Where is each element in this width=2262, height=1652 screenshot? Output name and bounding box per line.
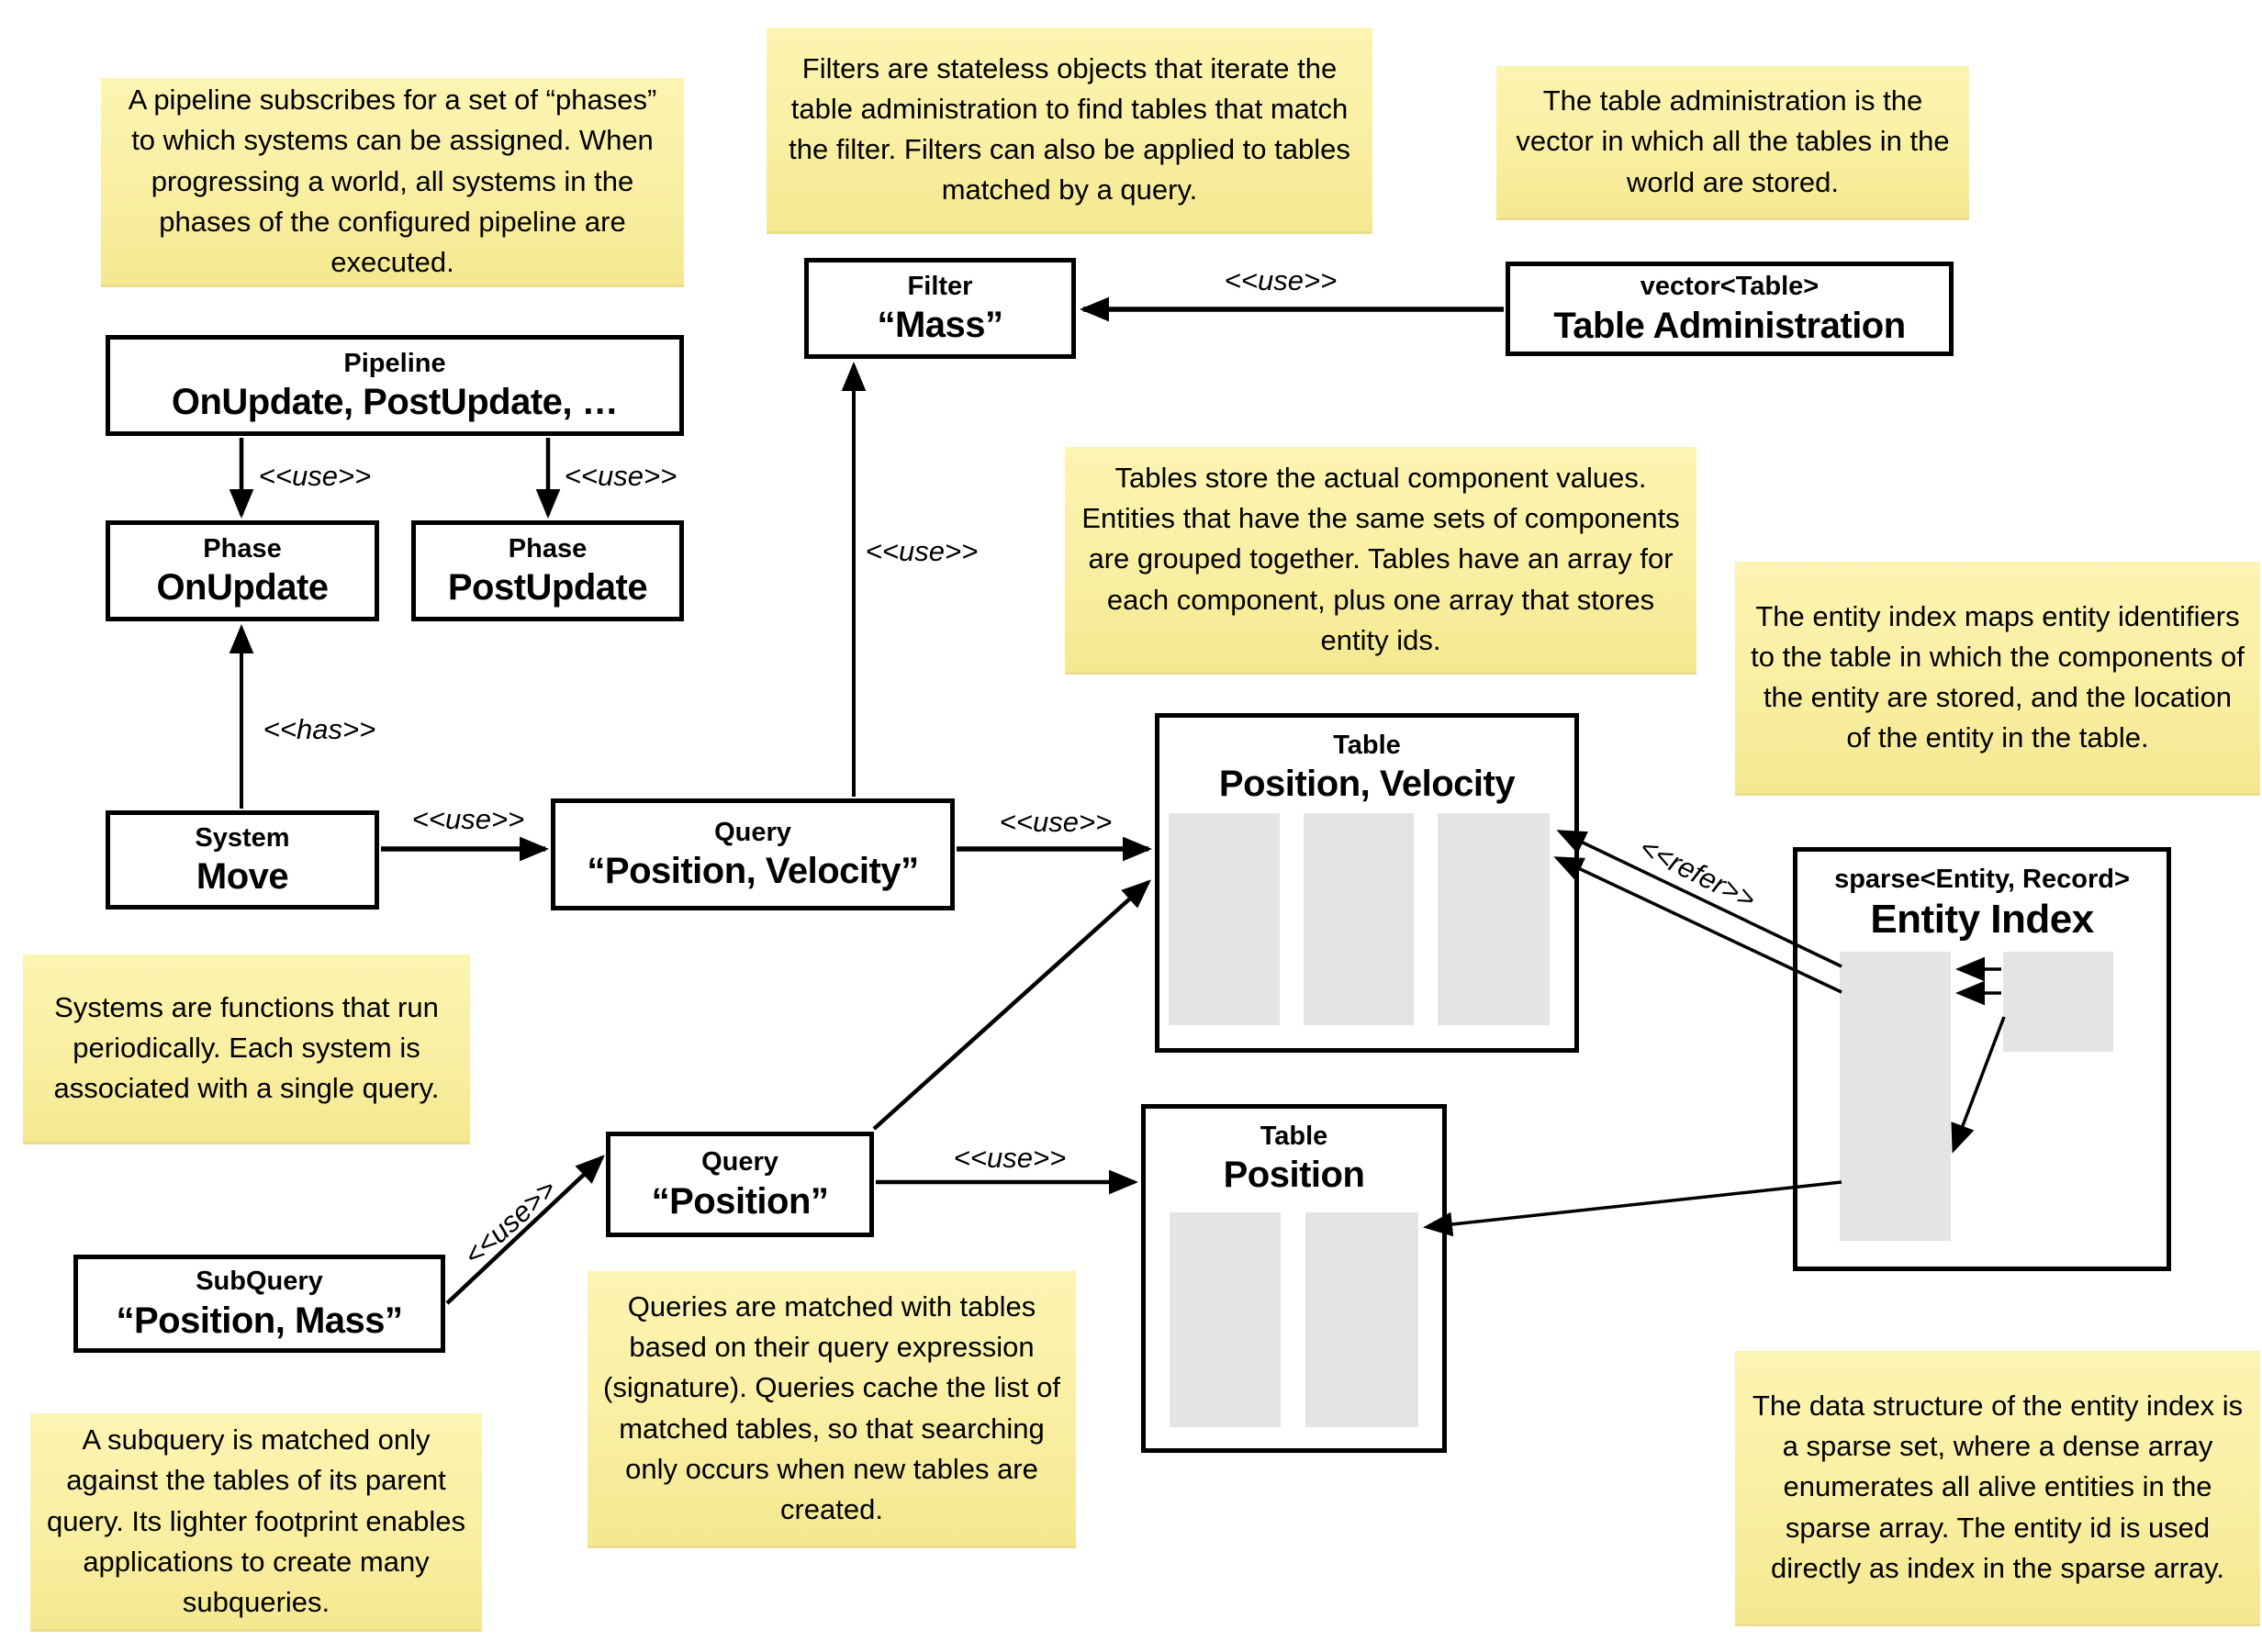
node-value: PostUpdate bbox=[447, 567, 648, 608]
has-label: <<has>> bbox=[263, 713, 376, 745]
note-table-administration: The table administration is the vector i… bbox=[1496, 66, 1969, 220]
node-title: sparse<Entity, Record> bbox=[1834, 865, 2130, 894]
node-value: OnUpdate bbox=[156, 567, 329, 608]
node-title: Table bbox=[1260, 1122, 1328, 1151]
node-value: “Mass” bbox=[877, 305, 1003, 346]
entity-id-array bbox=[1305, 1212, 1418, 1427]
node-table-position: Table Position bbox=[1141, 1104, 1447, 1453]
node-entity-index: sparse<Entity, Record> Entity Index bbox=[1793, 847, 2171, 1271]
node-title: Query bbox=[701, 1147, 778, 1178]
component-array bbox=[1304, 813, 1414, 1025]
node-value: “Position, Velocity” bbox=[587, 851, 919, 892]
note-tables: Tables store the actual component values… bbox=[1065, 447, 1696, 675]
note-entity-index: The entity index maps entity identifiers… bbox=[1735, 562, 2260, 796]
note-subquery: A subquery is matched only against the t… bbox=[30, 1413, 482, 1632]
edge-query-p-table-pv bbox=[872, 879, 1151, 1131]
note-queries: Queries are matched with tables based on… bbox=[588, 1271, 1076, 1548]
node-value: Move bbox=[196, 856, 289, 898]
entity-id-array bbox=[1438, 813, 1550, 1025]
use-label: <<use>> bbox=[411, 803, 525, 835]
node-subquery-position-mass: SubQuery “Position, Mass” bbox=[73, 1255, 445, 1353]
node-value: OnUpdate, PostUpdate, … bbox=[171, 382, 619, 423]
use-label: <<use>> bbox=[865, 535, 979, 567]
use-label: <<use>> bbox=[258, 460, 372, 492]
use-label: <<use>> bbox=[457, 1172, 563, 1272]
node-value: “Position, Mass” bbox=[116, 1300, 403, 1341]
note-sparse-set: The data structure of the entity index i… bbox=[1735, 1351, 2260, 1626]
node-filter-mass: Filter “Mass” bbox=[804, 258, 1076, 359]
node-title: SubQuery bbox=[196, 1267, 323, 1297]
node-title: Table bbox=[1333, 731, 1401, 760]
sparse-array bbox=[1840, 952, 1951, 1241]
node-phase-postupdate: Phase PostUpdate bbox=[411, 520, 684, 621]
note-systems: Systems are functions that run periodica… bbox=[23, 954, 470, 1144]
node-title: Filter bbox=[907, 271, 973, 301]
node-value: Table Administration bbox=[1553, 305, 1906, 346]
use-label: <<use>> bbox=[564, 460, 677, 492]
node-table-administration: vector<Table> Table Administration bbox=[1506, 262, 1954, 356]
component-array bbox=[1169, 813, 1280, 1025]
node-title: Query bbox=[714, 817, 791, 847]
node-system-move: System Move bbox=[106, 810, 379, 910]
node-title: Phase bbox=[203, 533, 282, 564]
note-pipeline: A pipeline subscribes for a set of “phas… bbox=[101, 78, 684, 287]
node-table-position-velocity: Table Position, Velocity bbox=[1155, 713, 1579, 1053]
refer-label: <<refer>> bbox=[1634, 831, 1761, 916]
edge-entityindex-table-p bbox=[1423, 1180, 1842, 1237]
node-query-position-velocity: Query “Position, Velocity” bbox=[551, 798, 955, 910]
node-phase-onupdate: Phase OnUpdate bbox=[106, 520, 379, 621]
node-value: “Position” bbox=[651, 1180, 829, 1222]
node-value: Position bbox=[1223, 1155, 1365, 1196]
node-title: vector<Table> bbox=[1640, 272, 1820, 302]
use-label: <<use>> bbox=[953, 1142, 1067, 1174]
component-array bbox=[1170, 1212, 1281, 1427]
node-title: Pipeline bbox=[343, 348, 446, 378]
note-filters: Filters are stateless objects that itera… bbox=[767, 28, 1372, 234]
node-pipeline: Pipeline OnUpdate, PostUpdate, … bbox=[106, 335, 684, 436]
use-label: <<use>> bbox=[1224, 264, 1338, 296]
node-query-position: Query “Position” bbox=[606, 1132, 874, 1237]
node-title: Phase bbox=[508, 533, 588, 564]
use-label: <<use>> bbox=[999, 806, 1113, 838]
dense-array bbox=[2003, 952, 2113, 1052]
node-title: System bbox=[195, 822, 290, 853]
node-value: Position, Velocity bbox=[1218, 764, 1516, 805]
node-value: Entity Index bbox=[1870, 897, 2094, 943]
